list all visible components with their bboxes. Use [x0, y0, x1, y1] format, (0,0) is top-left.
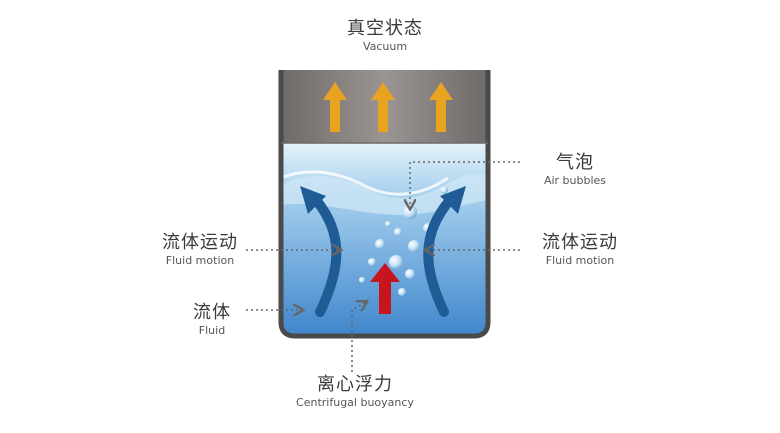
label-fluid-zh: 流体	[193, 302, 231, 323]
vacuum-arrow	[371, 82, 395, 132]
bubble	[375, 239, 385, 249]
liquid-wave-crest	[280, 170, 449, 196]
bubble	[440, 186, 448, 194]
label-air-bubbles-en: Air bubbles	[543, 174, 607, 187]
bubble	[359, 277, 365, 283]
label-centrifugal-zh: 离心浮力	[317, 374, 393, 395]
label-fluid-motion-left-zh: 流体运动	[162, 232, 238, 253]
bubble	[385, 221, 391, 227]
vacuum-arrows	[323, 82, 453, 132]
fluid-motion-arrowhead-right	[440, 186, 466, 214]
label-vacuum-zh: 真空状态	[347, 18, 423, 39]
label-vacuum-en: Vacuum	[362, 40, 408, 53]
bubble	[408, 240, 420, 252]
label-air-bubbles: 气泡 Air bubbles	[530, 152, 620, 188]
bubble	[394, 228, 402, 236]
bubble	[398, 288, 406, 296]
label-fluid: 流体 Fluid	[180, 302, 244, 338]
label-fluid-motion-left: 流体运动 Fluid motion	[148, 232, 252, 268]
vacuum-arrow	[429, 82, 453, 132]
label-fluid-motion-right-zh: 流体运动	[542, 232, 618, 253]
label-air-bubbles-zh: 气泡	[556, 152, 594, 173]
label-centrifugal-en: Centrifugal buoyancy	[296, 396, 414, 409]
fluid-motion-arrowhead-left	[300, 186, 326, 214]
bubble	[389, 255, 403, 269]
buoyancy-arrow	[370, 263, 400, 314]
liquid-wave	[281, 174, 488, 215]
label-fluid-motion-right: 流体运动 Fluid motion	[528, 232, 632, 268]
label-fluid-en: Fluid	[198, 324, 226, 337]
bubble	[368, 258, 376, 266]
label-fluid-motion-left-en: Fluid motion	[165, 254, 235, 267]
label-centrifugal: 离心浮力 Centrifugal buoyancy	[290, 374, 420, 410]
label-fluid-motion-right-en: Fluid motion	[545, 254, 615, 267]
leader-lines	[246, 161, 520, 372]
leader-air-bubbles	[410, 161, 520, 208]
leader-centrifugal	[351, 302, 366, 372]
label-vacuum: 真空状态 Vacuum	[330, 18, 440, 54]
vacuum-arrow	[323, 82, 347, 132]
bubble	[405, 269, 415, 279]
container-outline	[278, 70, 491, 339]
